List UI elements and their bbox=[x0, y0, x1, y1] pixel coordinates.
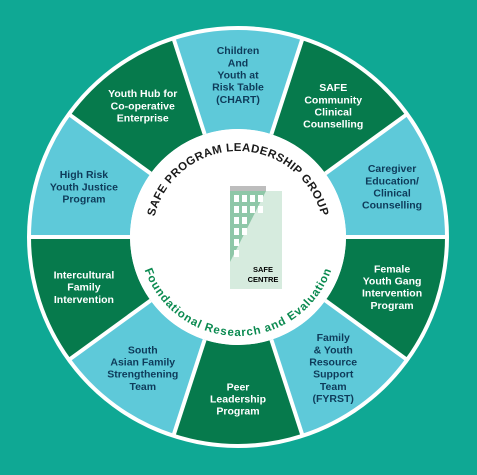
label-line: Counselling bbox=[303, 119, 363, 131]
label-line: (CHART) bbox=[216, 94, 260, 106]
label-line: Intervention bbox=[362, 288, 422, 300]
building-window bbox=[234, 239, 239, 246]
building-icon bbox=[230, 186, 282, 289]
label-line: Support bbox=[313, 369, 354, 381]
label-line: Asian Family bbox=[110, 356, 175, 368]
label-line: Clinical bbox=[373, 188, 410, 200]
label-line: Family bbox=[67, 282, 100, 294]
building-window bbox=[242, 206, 247, 213]
segment-divider bbox=[324, 111, 410, 176]
label-line: SAFE bbox=[319, 82, 347, 94]
building-window bbox=[234, 195, 239, 202]
segment-divider bbox=[66, 298, 152, 363]
label-line: Children bbox=[217, 45, 260, 57]
label-line: Strengthening bbox=[107, 369, 178, 381]
label-line: Community bbox=[304, 94, 362, 106]
segment-divider bbox=[171, 339, 207, 438]
segment-divider bbox=[269, 36, 305, 135]
segment-caregiver bbox=[325, 115, 445, 237]
building-window bbox=[234, 250, 239, 257]
segment-south-asian bbox=[70, 300, 205, 434]
building-window bbox=[250, 206, 255, 213]
label-line: Youth Justice bbox=[50, 181, 118, 193]
segment-chart bbox=[174, 29, 302, 135]
label-line: Caregiver bbox=[368, 163, 416, 175]
segment-youth-hub bbox=[70, 40, 205, 174]
building-window bbox=[258, 206, 263, 213]
building-window bbox=[242, 217, 247, 224]
segment-community-counselling bbox=[271, 40, 406, 174]
label-line: Program bbox=[62, 194, 105, 206]
label-line: Program bbox=[216, 406, 259, 418]
label-line: South bbox=[128, 344, 158, 356]
building-window bbox=[258, 195, 263, 202]
building-window bbox=[234, 206, 239, 213]
segment-divider bbox=[66, 111, 152, 176]
label-line: Female bbox=[374, 263, 410, 275]
label-line: And bbox=[228, 57, 248, 69]
segment-female-gang bbox=[325, 237, 445, 359]
label-line: (FYRST) bbox=[313, 393, 354, 405]
label-line: Risk Table bbox=[212, 82, 264, 94]
label-line: Youth at bbox=[217, 70, 259, 82]
building-window bbox=[234, 228, 239, 235]
label-line: Clinical bbox=[315, 107, 352, 119]
segment-high-risk bbox=[31, 115, 151, 237]
building-roof bbox=[230, 186, 266, 191]
label-line: Counselling bbox=[362, 200, 422, 212]
label-line: Team bbox=[320, 381, 347, 393]
label-line: Intervention bbox=[54, 294, 114, 306]
label-line: Program bbox=[370, 300, 413, 312]
label-line: Education/ bbox=[365, 175, 419, 187]
segment-fyrst bbox=[271, 300, 406, 434]
label-line: Resource bbox=[309, 356, 357, 368]
label-line: Co-operative bbox=[111, 100, 175, 112]
label-line: Intercultural bbox=[54, 269, 115, 281]
label-line: Leadership bbox=[210, 394, 266, 406]
program-segments bbox=[31, 29, 445, 444]
label-line: Youth Hub for bbox=[108, 88, 177, 100]
segment-intercultural bbox=[31, 237, 151, 359]
label-line: Team bbox=[129, 381, 156, 393]
segment-dividers bbox=[28, 36, 448, 438]
segment-divider bbox=[269, 339, 305, 438]
safe-centre-label-line-1: SAFE bbox=[253, 265, 273, 274]
label-line: Enterprise bbox=[117, 113, 169, 125]
label-line: & Youth bbox=[314, 344, 353, 356]
segment-divider bbox=[324, 298, 410, 363]
label-line: Family bbox=[317, 332, 350, 344]
segment-peer-leadership bbox=[174, 339, 302, 444]
building-window bbox=[234, 217, 239, 224]
label-line: Youth Gang bbox=[363, 275, 422, 287]
building-window bbox=[250, 195, 255, 202]
label-line: High Risk bbox=[60, 169, 109, 181]
building-window bbox=[242, 228, 247, 235]
segment-divider bbox=[171, 36, 207, 135]
label-line: Peer bbox=[227, 381, 250, 393]
safe-centre-label-line-2: CENTRE bbox=[248, 275, 279, 284]
building-window bbox=[242, 195, 247, 202]
